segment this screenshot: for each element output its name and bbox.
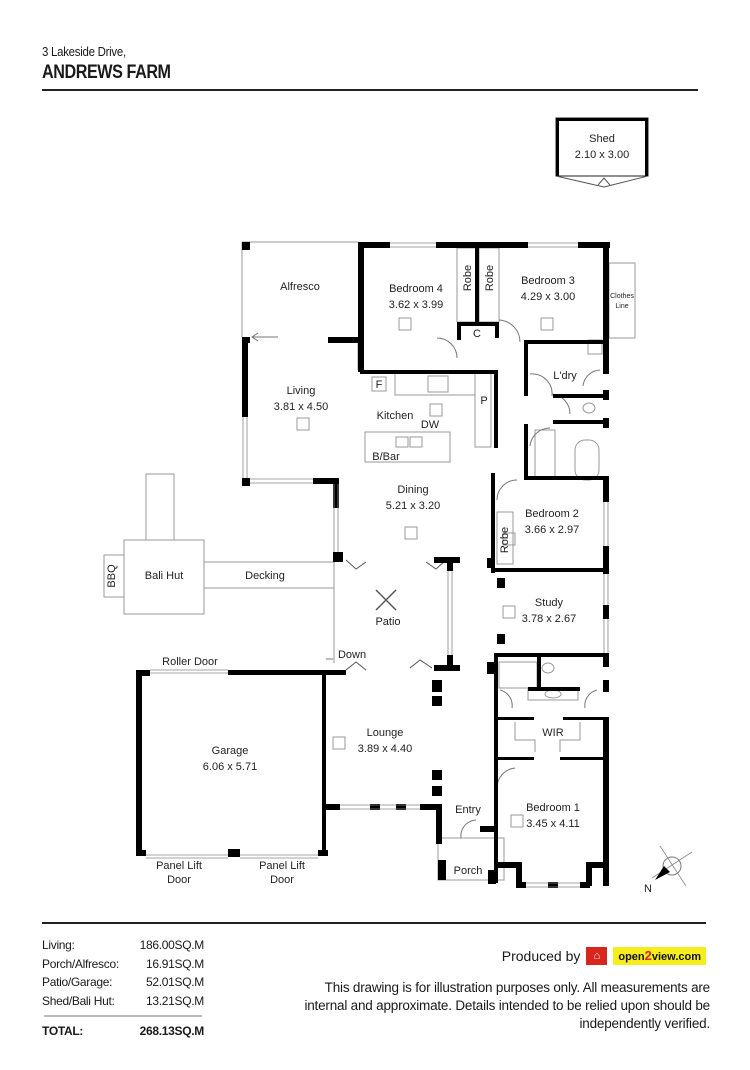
disclaimer: This drawing is for illustration purpose… — [304, 980, 710, 1031]
area-value: 16.91SQ.M — [146, 956, 204, 971]
header-divider — [42, 89, 698, 91]
pantry-label: P — [480, 395, 487, 407]
laundry-label: L'dry — [553, 370, 577, 382]
area-value: 186.00SQ.M — [139, 938, 205, 952]
total-row: TOTAL: 268.13SQ.M — [42, 1024, 204, 1038]
bbq-label: BBQ — [106, 564, 118, 588]
kitchen-label: Kitchen — [377, 410, 414, 422]
dining-label: Dining — [397, 484, 428, 496]
alfresco-label: Alfresco — [280, 281, 320, 293]
ceiling-fan-icon — [375, 589, 397, 611]
area-row: Living: 186.00SQ.M — [42, 936, 204, 955]
bali-hut-label: Bali Hut — [145, 570, 184, 582]
dishwasher-label: DW — [421, 419, 440, 431]
bedroom4-dims: 3.62 x 3.99 — [389, 299, 443, 311]
robe-label: Robe — [499, 527, 511, 553]
open2view-logo: open2view.com — [613, 947, 706, 965]
panel-lift-door-label-2: Door — [270, 874, 294, 886]
open2view-house-icon: ⌂ — [586, 947, 608, 965]
robe-label: Robe — [484, 265, 496, 291]
area-label: Shed/Bali Hut: — [42, 993, 115, 1008]
bedroom3-label: Bedroom 3 — [521, 275, 575, 287]
bedroom1-dims: 3.45 x 4.11 — [526, 818, 580, 830]
shed-dims: 2.10 x 3.00 — [575, 149, 629, 161]
area-label: Patio/Garage: — [42, 975, 113, 989]
robe-label: Robe — [462, 265, 474, 291]
footer-divider — [42, 922, 706, 924]
total-value: 268.13SQ.M — [139, 1023, 205, 1038]
area-row: Porch/Alfresco: 16.91SQ.M — [42, 955, 204, 974]
shed-label: Shed — [589, 133, 615, 145]
area-row: Shed/Bali Hut: 13.21SQ.M — [42, 992, 204, 1011]
address-line: 3 Lakeside Drive, — [42, 44, 126, 59]
decking-label: Decking — [245, 570, 285, 582]
wir-label: WIR — [542, 727, 563, 739]
clothes-line-label: Clothes — [610, 293, 634, 300]
lounge-dims: 3.89 x 4.40 — [358, 743, 412, 755]
panel-lift-door-label: Panel Lift — [156, 860, 202, 872]
area-row: Patio/Garage: 52.01SQ.M — [42, 973, 204, 992]
header: 3 Lakeside Drive, ANDREWS FARM — [42, 44, 698, 84]
floor-plan: Shed 2.10 x 3.00 Alfresco Bedroom 4 3.62… — [103, 117, 693, 895]
panel-lift-door-label: Panel Lift — [259, 860, 305, 872]
produced-by-label: Produced by — [501, 948, 581, 964]
clothes-line-label-2: Line — [615, 303, 628, 310]
bedroom4-label: Bedroom 4 — [389, 283, 443, 295]
living-label: Living — [287, 385, 316, 397]
linen-label: C — [473, 328, 481, 340]
suburb-title: ANDREWS FARM — [42, 62, 171, 83]
study-label: Study — [535, 597, 564, 609]
bedroom3-dims: 4.29 x 3.00 — [521, 291, 575, 303]
total-label: TOTAL: — [42, 1023, 84, 1038]
fridge-label: F — [376, 379, 383, 391]
bedroom1-label: Bedroom 1 — [526, 802, 580, 814]
produced-by: Produced by ⌂ open2view.com — [502, 947, 706, 965]
lounge-label: Lounge — [367, 727, 404, 739]
breakfast-bar-label: B/Bar — [372, 451, 400, 463]
bedroom2-label: Bedroom 2 — [525, 508, 579, 520]
area-value: 52.01SQ.M — [146, 975, 204, 989]
garage-dims: 6.06 x 5.71 — [203, 761, 257, 773]
area-value: 13.21SQ.M — [146, 993, 204, 1008]
entry-label: Entry — [455, 804, 481, 816]
down-label: Down — [338, 649, 366, 661]
total-divider — [44, 1015, 202, 1017]
study-dims: 3.78 x 2.67 — [522, 613, 576, 625]
panel-lift-door-label-2: Door — [167, 874, 191, 886]
porch-label: Porch — [454, 865, 483, 877]
dining-dims: 5.21 x 3.20 — [386, 500, 440, 512]
area-summary: Living: 186.00SQ.M Porch/Alfresco: 16.91… — [42, 936, 204, 1038]
patio-label: Patio — [375, 616, 400, 628]
compass-icon — [651, 845, 693, 887]
area-label: Living: — [42, 938, 75, 952]
living-dims: 3.81 x 4.50 — [274, 401, 328, 413]
roller-door-label: Roller Door — [162, 656, 218, 668]
garage-label: Garage — [212, 745, 249, 757]
bedroom2-dims: 3.66 x 2.97 — [525, 524, 579, 536]
area-label: Porch/Alfresco: — [42, 956, 119, 971]
compass-north-label: N — [644, 883, 652, 895]
